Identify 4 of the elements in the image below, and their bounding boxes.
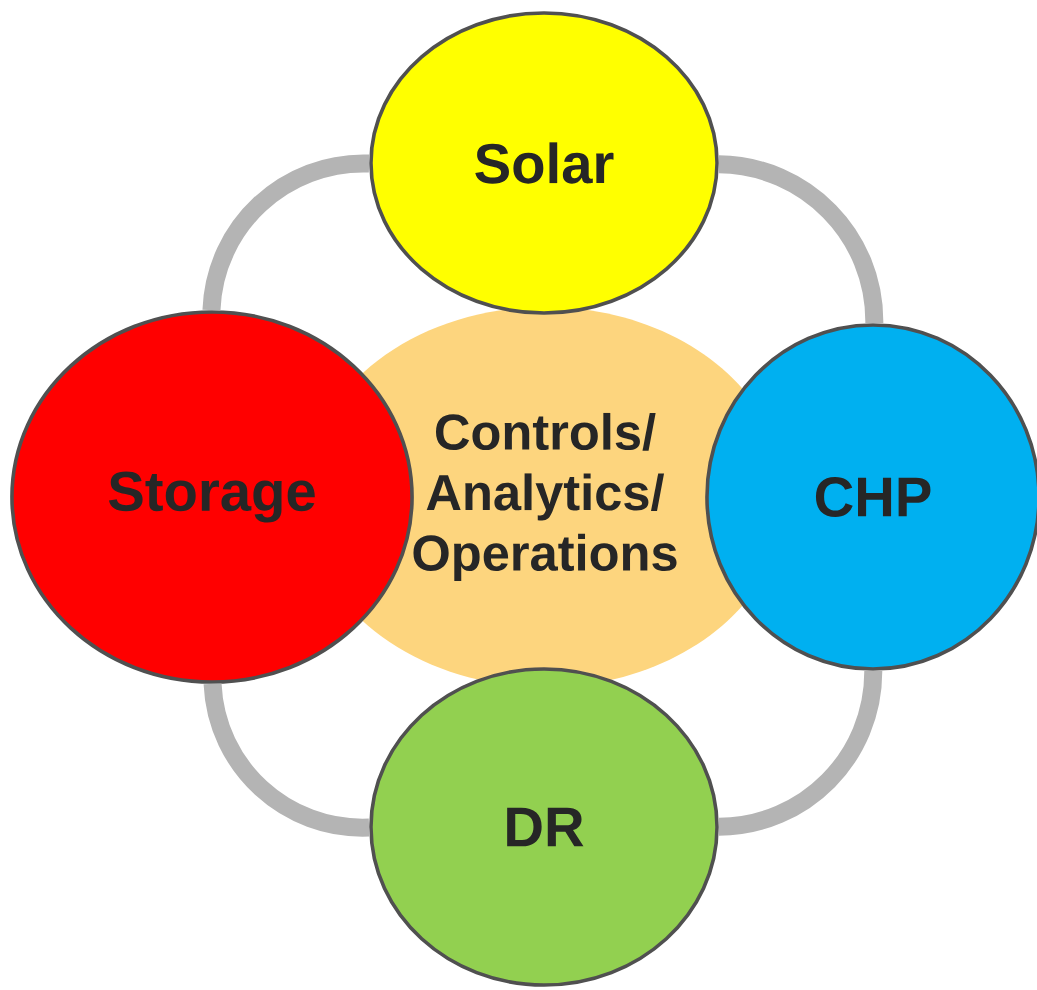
ring-arc	[718, 670, 883, 836]
ring-arc	[718, 155, 884, 324]
ring-arc	[203, 682, 370, 837]
ring-arc	[202, 154, 370, 312]
